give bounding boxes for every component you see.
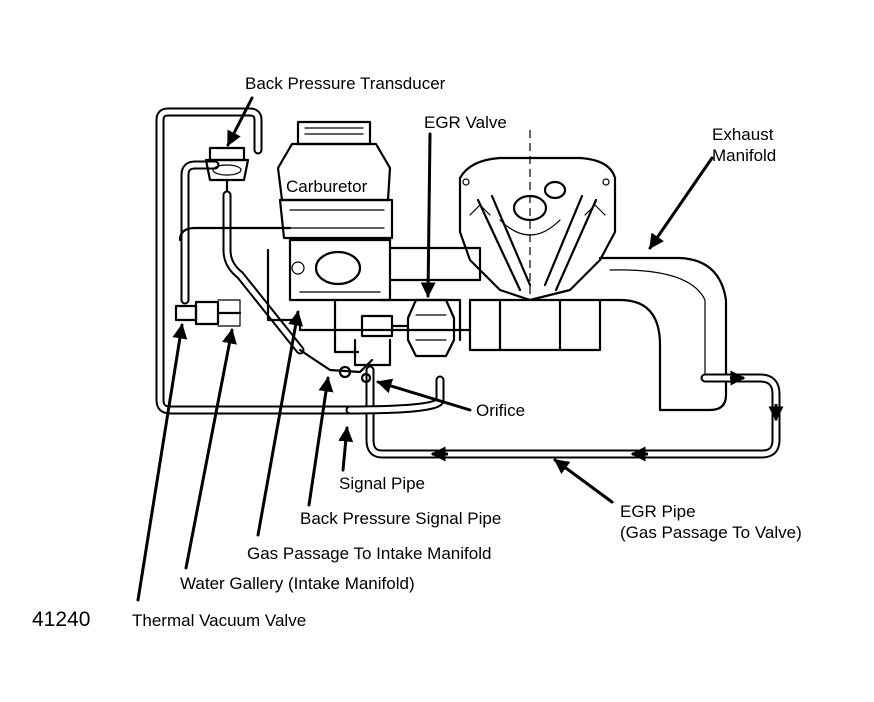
label-orifice: Orifice <box>476 401 525 420</box>
carburetor <box>276 120 394 302</box>
leader-lines <box>136 96 714 602</box>
label-back-pressure-signal-pipe: Back Pressure Signal Pipe <box>300 509 501 528</box>
cylinder-head <box>458 130 617 302</box>
labels: Back Pressure Transducer EGR Valve Exhau… <box>32 74 802 631</box>
label-thermal-vacuum-valve: Thermal Vacuum Valve <box>132 611 306 630</box>
label-gas-passage-intake: Gas Passage To Intake Manifold <box>247 544 491 563</box>
thermal-vacuum-valve <box>174 299 242 327</box>
label-egr-valve: EGR Valve <box>424 113 507 132</box>
label-exhaust-manifold-line2: Manifold <box>712 146 776 165</box>
vacuum-hose-loop <box>155 107 355 415</box>
label-water-gallery: Water Gallery (Intake Manifold) <box>180 574 415 593</box>
label-egr-pipe-line2: (Gas Passage To Valve) <box>620 523 802 542</box>
back-pressure-transducer <box>204 146 305 355</box>
egr-pipe <box>365 365 784 462</box>
exhaust-manifold <box>598 256 728 412</box>
egr-valve-body <box>353 298 456 367</box>
label-carburetor: Carburetor <box>286 177 368 196</box>
figure-number: 41240 <box>32 608 90 631</box>
label-back-pressure-transducer: Back Pressure Transducer <box>245 74 446 93</box>
label-egr-pipe-line1: EGR Pipe <box>620 502 696 521</box>
label-signal-pipe: Signal Pipe <box>339 474 425 493</box>
label-exhaust-manifold-line1: Exhaust <box>712 125 774 144</box>
